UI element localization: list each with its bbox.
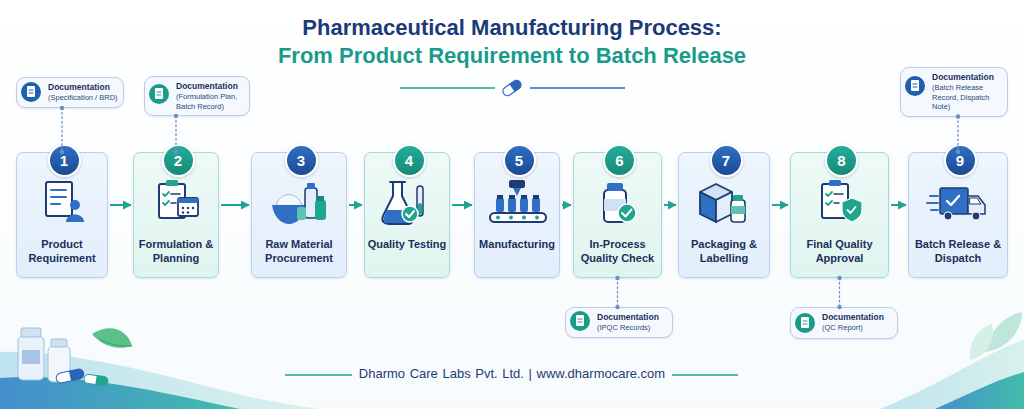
flow-arrow (452, 204, 472, 206)
step-number: 3 (285, 144, 318, 177)
footer-rule (672, 374, 738, 375)
doc-heading: Documentation (176, 81, 245, 92)
wave-decoration (880, 340, 1024, 409)
documentation-callout: Documentation(Batch Release Record, Disp… (900, 67, 1008, 117)
step-label: Product Requirement (19, 237, 105, 265)
step-label: Final Quality Approval (793, 237, 886, 265)
doc-detail: (Batch Release Record, Dispatch Note) (932, 83, 1003, 112)
wave-decoration (935, 372, 1024, 409)
flow-arrow (110, 204, 131, 206)
flow-arrow (562, 204, 571, 206)
doc-heading: Documentation (932, 72, 1003, 83)
documentation-callout: Documentation(Formulation Plan, Batch Re… (144, 76, 250, 116)
process-box: 4Quality Testing (364, 152, 450, 278)
step-label: Batch Release & Dispatch (911, 237, 1005, 265)
step-label: Raw Material Procurement (254, 237, 344, 265)
step-number: 1 (48, 144, 81, 177)
wave-decoration (0, 377, 240, 409)
title-rule (530, 87, 625, 89)
step-number: 9 (944, 144, 977, 177)
step-label: Quality Testing (367, 237, 447, 251)
leaf-decoration (970, 312, 1022, 360)
step-label: Packaging & Labelling (681, 237, 767, 265)
process-box: 7Packaging & Labelling (678, 152, 770, 278)
doc-heading: Documentation (597, 312, 668, 323)
process-box: 6In-Process Quality Check (573, 152, 662, 278)
doc-detail: (Specification / BRD) (48, 93, 119, 103)
documentation-callout: Documentation(IPQC Records) (565, 307, 673, 338)
doc-detail: (IPQC Records) (597, 323, 668, 333)
footer-caption: Dharmo Care Labs Pvt. Ltd. | www.dharmoc… (0, 366, 1024, 381)
doc-detail: (Formulation Plan, Batch Record) (176, 92, 245, 111)
doc-heading: Documentation (822, 312, 893, 323)
step-number: 6 (603, 144, 636, 177)
step-number: 5 (503, 144, 536, 177)
process-box: 2Formulation & Planning (133, 152, 219, 278)
process-box: 1Product Requirement (16, 152, 108, 278)
process-box: 5Manufacturing (474, 152, 560, 278)
vials-illustration (18, 328, 132, 386)
flow-arrow (221, 204, 249, 206)
step-label: Manufacturing (477, 237, 557, 251)
step-number: 4 (393, 144, 426, 177)
process-box: 3Raw Material Procurement (251, 152, 347, 278)
title-text: Pharmaceutical Manufacturing Process: (0, 15, 1024, 41)
title-rule (400, 87, 495, 89)
leader-line (839, 278, 840, 307)
doc-heading: Documentation (48, 82, 119, 93)
pill-symbol (501, 79, 523, 98)
doc-detail: (QC Report) (822, 323, 893, 333)
step-label: In-Process Quality Check (576, 237, 659, 265)
flow-arrow (664, 204, 676, 206)
flow-arrow (349, 204, 362, 206)
step-number: 8 (825, 144, 858, 177)
wave-decoration (0, 352, 320, 409)
step-number: 7 (710, 144, 743, 177)
step-number: 2 (162, 144, 195, 177)
documentation-callout: Documentation(Specification / BRD) (16, 77, 124, 108)
step-label: Formulation & Planning (136, 237, 216, 265)
subtitle-text: From Product Requirement to Batch Releas… (0, 43, 1024, 69)
leader-line (617, 278, 618, 307)
flow-arrow (772, 204, 788, 206)
flow-arrow (891, 204, 906, 206)
documentation-callout: Documentation(QC Report) (790, 307, 898, 339)
process-box: 8Final Quality Approval (790, 152, 889, 278)
process-box: 9Batch Release & Dispatch (908, 152, 1008, 278)
footer-rule (285, 374, 352, 375)
